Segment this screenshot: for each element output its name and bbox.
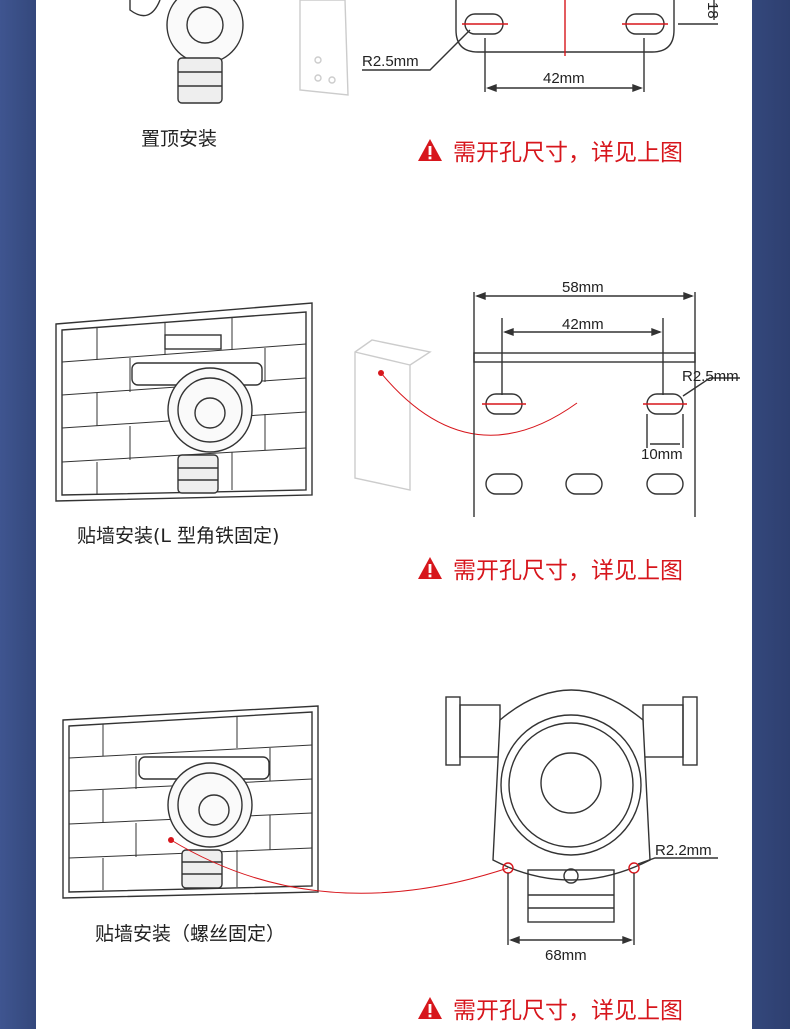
warning-note-3: 需开孔尺寸，详见上图 [417,991,683,1025]
dim-spacing-2: 42mm [562,316,604,333]
dim-spacing-1: 42mm [543,70,585,87]
l-bracket [354,339,432,491]
dim-radius-1: R2.5mm [362,53,419,70]
warning-note-1: 需开孔尺寸，详见上图 [417,133,683,167]
warning-triangle-icon [418,997,442,1019]
warning-triangle-icon [418,557,442,579]
warning-triangle-icon [418,139,442,161]
dim-slot-2: 10mm [641,446,683,463]
dim-radius-3: R2.2mm [655,842,712,859]
l-bracket-drawing [473,291,740,517]
warning-text: 需开孔尺寸，详见上图 [453,140,683,166]
warning-note-2: 需开孔尺寸，详见上图 [417,551,683,585]
ceiling-plate-drawing [362,0,718,93]
dim-height-1: 18 [704,2,721,19]
ceiling-bracket [299,0,349,96]
caption-wall-l-bracket: 贴墙安装(L 型角铁固定) [77,525,280,547]
caption-ceiling-mount: 置顶安装 [141,128,218,150]
dim-radius-2: R2.5mm [682,368,739,385]
ceiling-mount-detector [129,0,244,104]
caption-wall-screw: 贴墙安装（螺丝固定） [95,923,286,945]
detector-wall-l [131,334,263,494]
warning-text: 需开孔尺寸，详见上图 [453,558,683,584]
dim-spacing-3: 68mm [545,947,587,964]
dim-width-2: 58mm [562,279,604,296]
warning-text: 需开孔尺寸，详见上图 [453,998,683,1024]
detector-wall-screw [138,756,270,889]
screw-mount-drawing [445,689,718,945]
